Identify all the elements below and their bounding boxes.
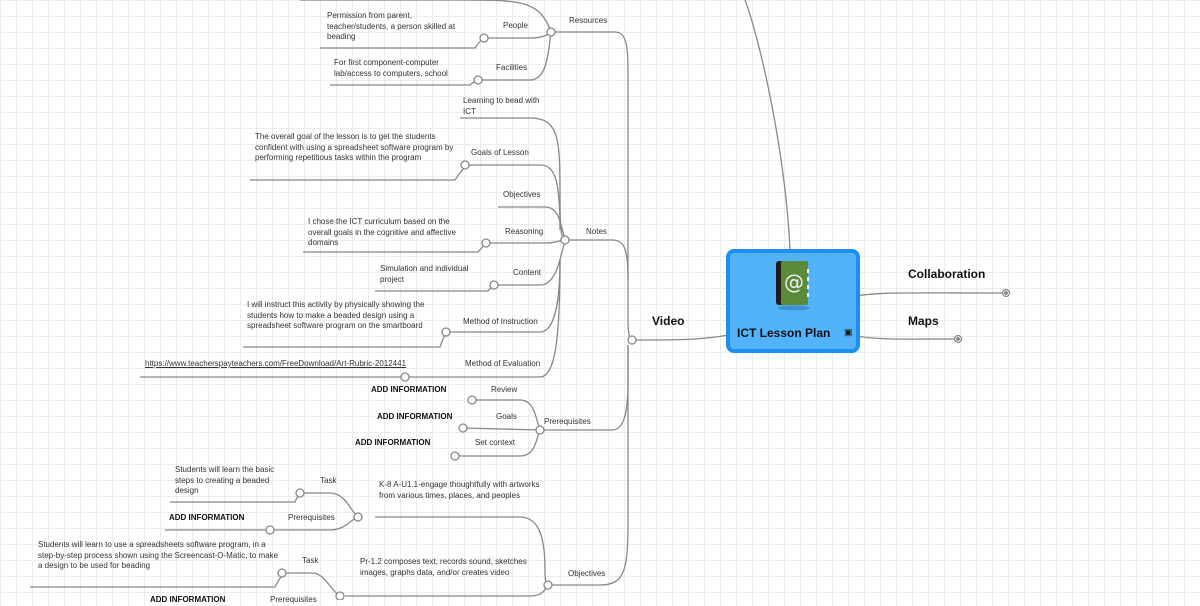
facilities-handle[interactable]	[473, 75, 483, 85]
review-value[interactable]: ADD INFORMATION	[371, 385, 447, 394]
objectives-handle[interactable]	[543, 580, 553, 590]
people-note[interactable]: Permission from parent, teacher/students…	[327, 11, 456, 41]
resources-handle[interactable]	[546, 27, 556, 37]
pr12-node[interactable]: Pr-1.2 composes text, records sound, ske…	[360, 557, 527, 577]
objectives-node[interactable]: Objectives	[568, 569, 606, 578]
task2-handle[interactable]	[277, 568, 287, 578]
k8-node[interactable]: K-8 A-U1.1-engage thoughtfully with artw…	[379, 480, 540, 500]
collaboration-node[interactable]: Collaboration	[908, 267, 986, 281]
set-context-node[interactable]: Set context	[475, 438, 516, 447]
set-context-handle[interactable]	[450, 451, 460, 461]
task-handle[interactable]	[295, 488, 305, 498]
goals-value[interactable]: ADD INFORMATION	[377, 412, 453, 421]
prereq2-value[interactable]: ADD INFORMATION	[150, 595, 226, 604]
notes-node[interactable]: Notes	[586, 227, 607, 236]
facilities-node[interactable]: Facilities	[496, 63, 528, 72]
reasoning-handle[interactable]	[481, 238, 491, 248]
prereq-value[interactable]: ADD INFORMATION	[169, 513, 245, 522]
image-icon[interactable]: ▣	[844, 327, 853, 337]
goals-of-lesson-node[interactable]: Goals of Lesson	[471, 148, 529, 157]
pr12-handle[interactable]	[335, 591, 345, 600]
central-node[interactable]: @ ICT Lesson Plan ▣	[726, 249, 860, 353]
prerequisites-handle[interactable]	[535, 425, 545, 435]
content-handle[interactable]	[489, 280, 499, 290]
method-of-instruction-note[interactable]: I will instruct this activity by physica…	[247, 300, 425, 330]
task-note[interactable]: Students will learn the basic steps to c…	[175, 465, 275, 495]
prerequisites-node[interactable]: Prerequisites	[544, 417, 591, 426]
content-note[interactable]: Simulation and individual project	[380, 264, 469, 284]
task2-note[interactable]: Students will learn to use a spreadsheet…	[38, 540, 279, 570]
goals-of-lesson-note[interactable]: The overall goal of the lesson is to get…	[255, 132, 454, 162]
prereq2-node[interactable]: Prerequisites	[270, 595, 317, 604]
reasoning-node[interactable]: Reasoning	[505, 227, 544, 236]
review-node[interactable]: Review	[491, 385, 518, 394]
method-of-evaluation-handle[interactable]	[400, 372, 410, 382]
set-context-value[interactable]: ADD INFORMATION	[355, 438, 431, 447]
prereq-node[interactable]: Prerequisites	[288, 513, 335, 522]
notes-handle[interactable]	[560, 235, 570, 245]
method-of-evaluation-node[interactable]: Method of Evaluation	[465, 359, 541, 368]
prereq-handle[interactable]	[265, 525, 275, 535]
content-node[interactable]: Content	[513, 268, 542, 277]
facilities-note[interactable]: For first component-computer lab/access …	[334, 58, 448, 78]
video-node[interactable]: Video	[652, 314, 685, 328]
task2-node[interactable]: Task	[302, 556, 319, 565]
svg-text:@: @	[784, 270, 804, 294]
evaluation-link[interactable]: https://www.teacherspayteachers.com/Free…	[145, 359, 407, 368]
goals-handle[interactable]	[458, 423, 468, 433]
method-of-instruction-handle[interactable]	[441, 327, 451, 337]
review-handle[interactable]	[467, 395, 477, 405]
learning-node[interactable]: Learning to bead with ICT	[463, 96, 540, 116]
goals-node[interactable]: Goals	[496, 412, 517, 421]
video-handle[interactable]	[627, 335, 637, 345]
central-title: ICT Lesson Plan	[737, 326, 831, 340]
resources-node[interactable]: Resources	[569, 16, 608, 25]
method-of-instruction-node[interactable]: Method of Instruction	[463, 317, 538, 326]
maps-node[interactable]: Maps	[908, 314, 939, 328]
reasoning-note[interactable]: I chose the ICT curriculum based on the …	[308, 217, 456, 247]
goals-of-lesson-handle[interactable]	[460, 160, 470, 170]
people-handle[interactable]	[479, 33, 489, 43]
task-node[interactable]: Task	[320, 476, 337, 485]
objectives-note-node[interactable]: Objectives	[503, 190, 541, 199]
people-node[interactable]: People	[503, 21, 528, 30]
address-book-icon: @	[776, 261, 810, 311]
k8-handle[interactable]	[353, 512, 363, 522]
